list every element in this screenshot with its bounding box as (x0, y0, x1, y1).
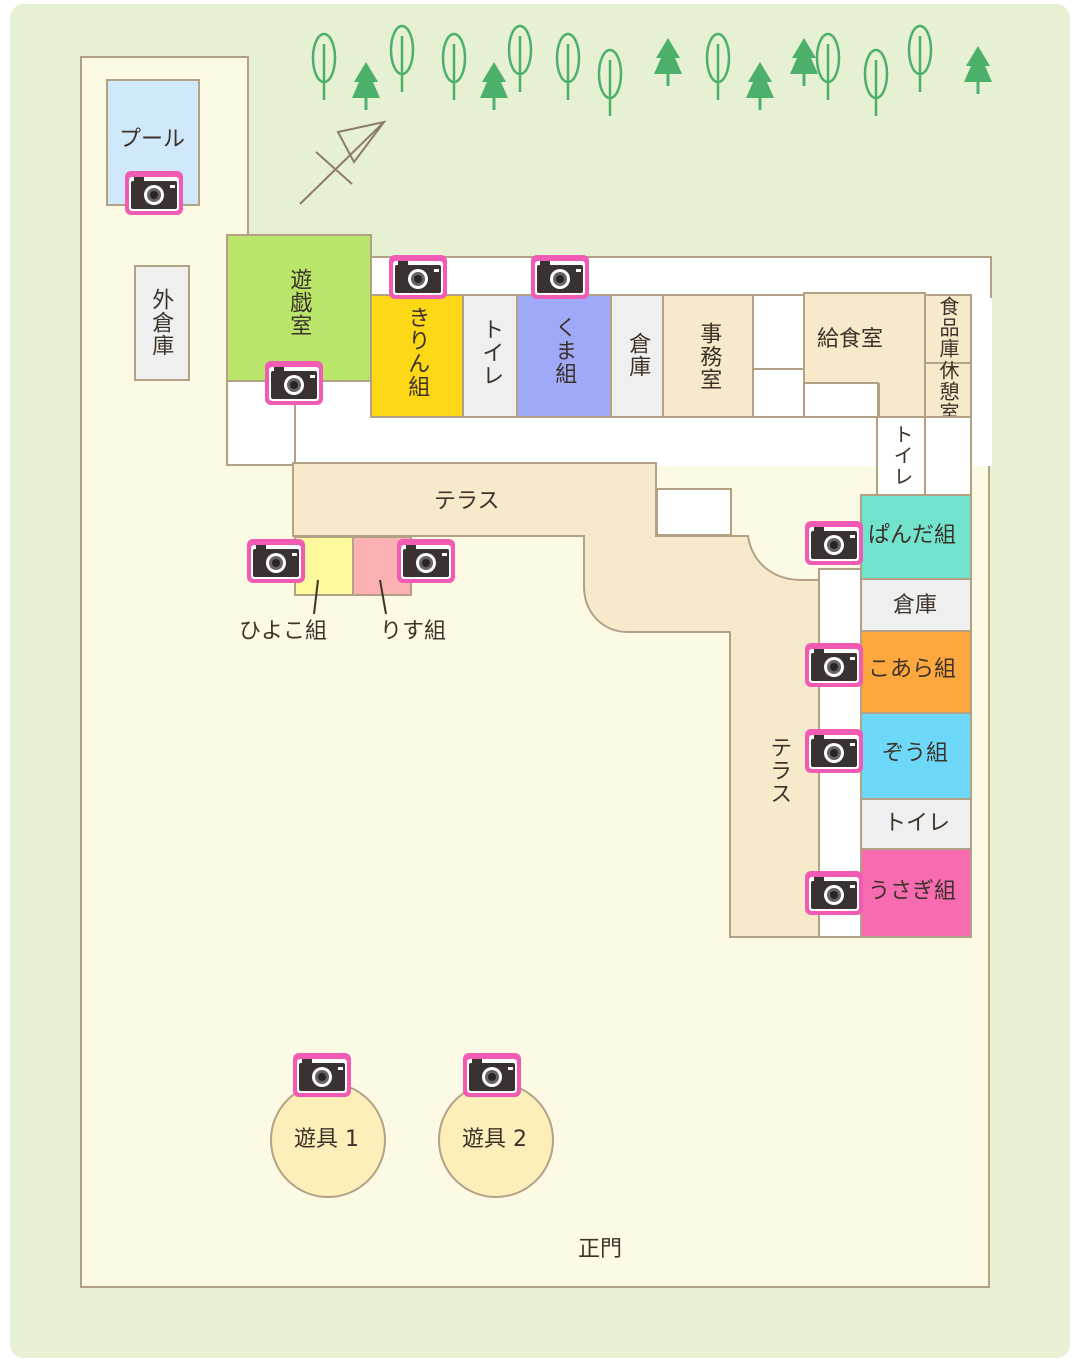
outdoor-storage (134, 265, 190, 381)
tree-icon (597, 48, 623, 116)
toilet-2-label: トイレ (890, 424, 914, 487)
equipment-2-label: 遊具 2 (462, 1127, 527, 1152)
storage-1-label: 倉庫 (625, 332, 651, 378)
tree-icon (863, 48, 889, 116)
storage-2-label: 倉庫 (893, 593, 938, 618)
food-storage (924, 294, 972, 364)
hiyoko-label: ひよこ組 (239, 619, 328, 644)
zou-label: ぞう組 (882, 741, 949, 766)
kuma-label: くま組 (551, 316, 577, 385)
toilet-3-label: トイレ (884, 811, 951, 836)
office-label: 事務室 (696, 322, 722, 391)
corridor-east-stub (924, 416, 972, 496)
risu-label: りす組 (380, 619, 447, 644)
camera-icon[interactable] (292, 1050, 352, 1098)
camera-icon[interactable] (246, 536, 306, 584)
camera-icon[interactable] (804, 640, 864, 688)
tree-icon (705, 32, 731, 100)
small-room-2 (752, 368, 806, 418)
camera-icon[interactable] (530, 252, 590, 300)
toilet-1-label: トイレ (478, 318, 504, 387)
tree-row (311, 24, 992, 116)
kirin-label: きりん組 (404, 306, 430, 398)
tree-icon (654, 38, 682, 86)
camera-icon[interactable] (388, 252, 448, 300)
panda-label: ぱんだ組 (868, 523, 957, 548)
tree-icon (311, 32, 337, 100)
camera-icon[interactable] (396, 536, 456, 584)
tree-icon (507, 24, 533, 92)
usagi-label: うさぎ組 (868, 879, 957, 904)
koala-label: こあら組 (868, 657, 957, 682)
main-gate-label: 正門 (578, 1237, 623, 1262)
tree-icon (352, 62, 380, 110)
food-storage-label: 食品庫 (936, 296, 960, 359)
leader-lines (313, 579, 387, 615)
tree-icon (441, 32, 467, 100)
camera-icon[interactable] (462, 1050, 522, 1098)
camera-icon[interactable] (804, 868, 864, 916)
tree-icon (555, 32, 581, 100)
kuma-room (516, 294, 612, 418)
camera-icon[interactable] (124, 168, 184, 216)
tree-icon (790, 38, 818, 86)
terrace-2-label: テラス (766, 736, 792, 805)
playroom-label: 遊戯室 (286, 268, 312, 337)
tree-icon (964, 46, 992, 94)
north-arrow-icon (299, 120, 387, 205)
tree-icon (389, 24, 415, 92)
storage-1 (610, 294, 664, 418)
terrace-shape (292, 462, 821, 938)
terrace-1-label: テラス (434, 489, 500, 514)
equipment-1 (270, 1082, 386, 1198)
kitchen-annex (803, 382, 879, 418)
yard-join (82, 250, 247, 262)
small-room-1 (752, 294, 806, 370)
outdoor-storage-label: 外倉庫 (148, 288, 174, 357)
pool-label: プール (119, 127, 186, 152)
camera-icon[interactable] (804, 726, 864, 774)
tree-icon (907, 24, 933, 92)
equipment-1-label: 遊具 1 (294, 1127, 359, 1152)
panda-room (860, 494, 972, 580)
break-room-label: 休憩室 (936, 360, 960, 423)
camera-icon[interactable] (264, 358, 324, 406)
tree-icon (480, 62, 508, 110)
tree-icon (815, 32, 841, 100)
camera-icon[interactable] (804, 518, 864, 566)
zou-room (860, 712, 972, 800)
toilet-2 (876, 416, 926, 496)
usagi-room (860, 848, 972, 938)
kitchen-label: 給食室 (817, 327, 884, 352)
corridor-north (370, 256, 992, 298)
terrace-room (656, 488, 732, 536)
break-room (924, 362, 972, 418)
tree-icon (746, 62, 774, 110)
